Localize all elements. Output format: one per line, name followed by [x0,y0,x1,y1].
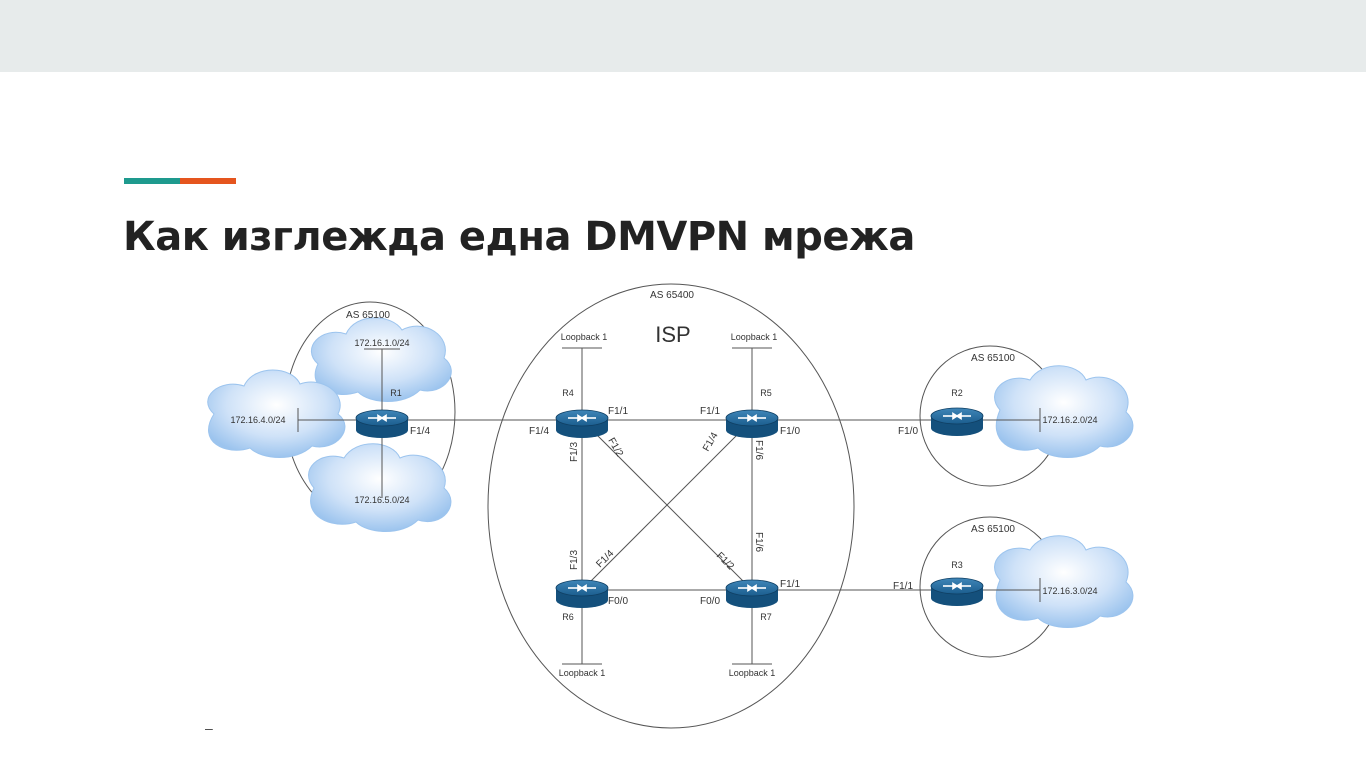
iface-r4-f13: F1/3 [569,442,580,462]
iface-r4-f14: F1/4 [529,426,549,437]
accent-bar-orange [180,178,236,184]
loopback-r7-label: Loopback 1 [729,668,776,678]
network-r2-label: 172.16.2.0/24 [1042,415,1097,425]
as-right-bottom-label: AS 65100 [971,524,1015,535]
link-r5-r6 [581,419,753,591]
cloud-r1-left [207,369,346,458]
as-right-top-label: AS 65100 [971,353,1015,364]
network-r1-bottom-label: 172.16.5.0/24 [354,495,409,505]
router-r1-label: R1 [390,388,402,398]
iface-r1-f14: F1/4 [410,426,430,437]
iface-r7-f12: F1/2 [714,550,736,572]
cloud-r1-top [311,317,452,402]
iface-r5-f10: F1/0 [780,426,800,437]
router-r2-icon [930,407,984,437]
loopback-r5-label: Loopback 1 [731,332,778,342]
as-isp-label: AS 65400 [650,290,694,301]
as-left-label: AS 65100 [346,310,390,321]
iface-r3-f11: F1/1 [893,581,913,592]
iface-r2-f10: F1/0 [898,426,918,437]
router-r3-icon [930,577,984,607]
router-r6-label: R6 [562,612,574,622]
network-r1-top-label: 172.16.1.0/24 [354,338,409,348]
iface-r6-f13: F1/3 [569,550,580,570]
network-r3-label: 172.16.3.0/24 [1042,586,1097,596]
slide-title: Как изглежда една DMVPN мрежа [123,214,915,260]
router-r5-label: R5 [760,388,772,398]
router-r4-label: R4 [562,388,574,398]
iface-r7-f11: F1/1 [780,579,800,590]
router-r7-label: R7 [760,612,772,622]
loopback-r6-label: Loopback 1 [559,668,606,678]
cloud-r3 [994,535,1134,628]
iface-r5-f14: F1/4 [701,430,721,453]
iface-r4-f11: F1/1 [608,406,628,417]
cloud-r2 [994,365,1134,458]
cloud-r1-bottom [308,443,452,532]
iface-r7-f00: F0/0 [700,596,720,607]
accent-bar-teal [124,178,180,184]
router-r5-icon [725,409,779,439]
loopback-r4-label: Loopback 1 [561,332,608,342]
iface-r6-f00: F0/0 [608,596,628,607]
iface-r4-f12: F1/2 [605,436,625,459]
iface-r7-f16: F1/6 [753,532,764,552]
as-65400-boundary [487,283,855,729]
iface-r5-f11: F1/1 [700,406,720,417]
router-r6-icon [555,579,609,609]
router-r4-icon [555,409,609,439]
top-bar [0,0,1366,72]
iface-r5-f16: F1/6 [753,440,764,460]
network-r1-left-label: 172.16.4.0/24 [230,415,285,425]
isp-label: ISP [655,322,690,347]
router-r1-icon [355,409,409,439]
footer-mark: – [205,720,213,736]
router-r3-label: R3 [951,560,963,570]
router-r7-icon [725,579,779,609]
router-r2-label: R2 [951,388,963,398]
